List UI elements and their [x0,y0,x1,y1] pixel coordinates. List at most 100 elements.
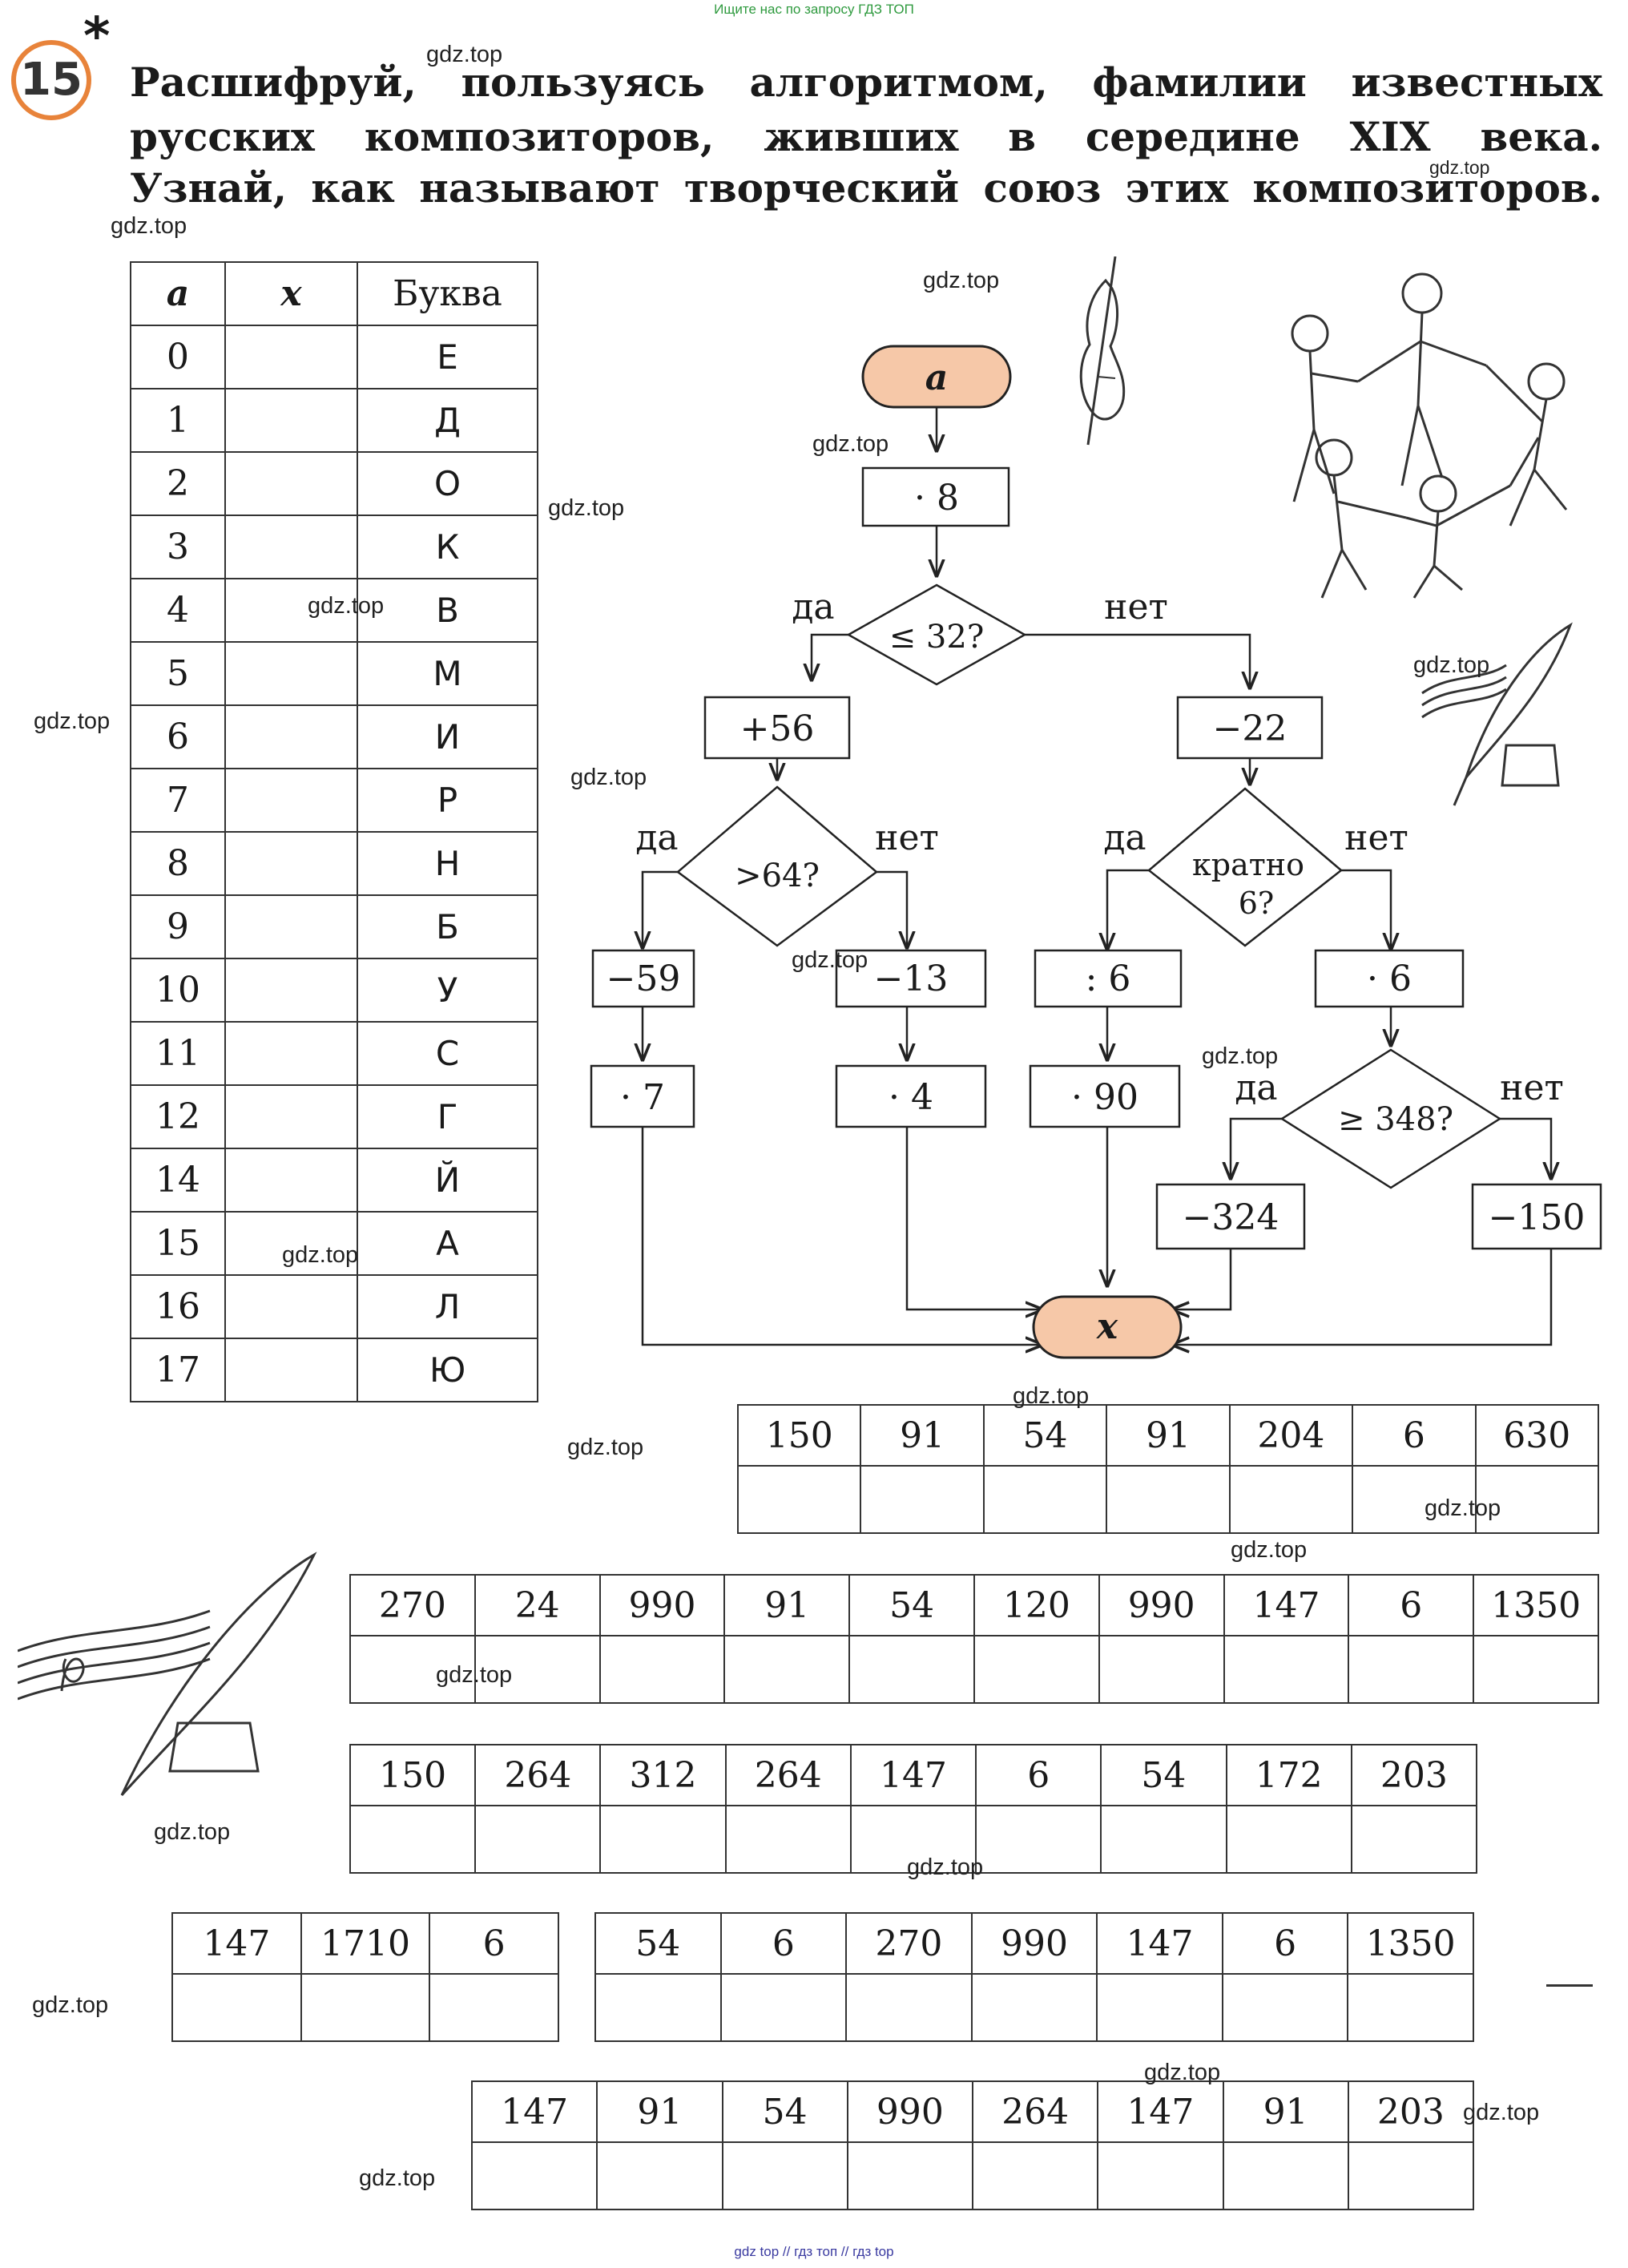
answer-letter-cell[interactable] [1098,1635,1225,1704]
quill-music-illustration-icon [18,1552,317,1797]
lookup-x-cell[interactable] [224,831,358,896]
answer-letter-cell[interactable] [594,1973,722,2042]
op-mult6-line2: 6? [1239,886,1275,921]
answer-letter-cell[interactable] [1223,1635,1350,1704]
answer-letter-cell[interactable] [1106,1465,1231,1534]
answer-letter-cell[interactable] [973,1635,1100,1704]
lookup-x-cell[interactable] [224,388,358,453]
code-number-cell: 91 [1222,2080,1349,2143]
answer-letter-cell[interactable] [473,1635,601,1704]
answer-letter-cell[interactable] [849,1805,977,1874]
quill-inkwell-illustration-icon [1421,622,1573,806]
code-row-answers [171,1973,559,2042]
answer-letter-cell[interactable] [596,2141,723,2210]
answer-letter-cell[interactable] [736,1465,862,1534]
code-number-cell: 147 [1223,1574,1350,1636]
code-row-answers [349,1805,1478,1874]
lookup-x-cell[interactable] [224,1148,358,1213]
answer-letter-cell[interactable] [599,1805,727,1874]
lookup-x-cell[interactable] [224,515,358,579]
answer-letter-cell[interactable] [975,1805,1102,1874]
lookup-x-cell[interactable] [224,958,358,1023]
lookup-x-cell[interactable] [224,1211,358,1276]
lookup-x-cell[interactable] [224,1338,358,1402]
answer-letter-cell[interactable] [971,2141,1099,2210]
code-number-cell: 270 [845,1912,973,1975]
op-mult6-line1: кратно [1192,847,1304,882]
answer-letter-cell[interactable] [719,1973,848,2042]
answer-letter-cell[interactable] [723,1635,851,1704]
answer-letter-cell[interactable] [848,1635,975,1704]
answer-letter-cell[interactable] [845,1973,973,2042]
op-minus324: −324 [1183,1197,1279,1238]
start-label: a [925,357,949,398]
answer-letter-cell[interactable] [1347,2141,1475,2210]
no-label-2: нет [875,817,939,858]
answer-letter-cell[interactable] [1473,1635,1599,1704]
lookup-x-cell[interactable] [224,704,358,769]
decision-gt64 [675,785,879,947]
answer-letter-cell[interactable] [1350,1805,1478,1874]
answer-letter-cell[interactable] [1225,1805,1352,1874]
watermark-gdz: gdz.top [1424,1495,1501,1521]
start-terminal [861,345,1012,409]
watermark-gdz: gdz.top [282,1242,359,1268]
answer-letter-cell[interactable] [1228,1465,1354,1534]
answer-letter-cell[interactable] [474,1805,602,1874]
lookup-x-cell[interactable] [224,1084,358,1149]
answer-letter-cell[interactable] [429,1973,559,2042]
answer-letter-cell[interactable] [1348,1635,1475,1704]
code-number-cell: 630 [1474,1404,1600,1467]
lookup-a-cell: 3 [130,515,226,579]
watermark-gdz: gdz.top [1463,2100,1540,2125]
answer-letter-cell[interactable] [1221,1973,1349,2042]
answer-letter-cell[interactable] [349,1635,476,1704]
answer-letter-cell[interactable] [1222,2141,1349,2210]
lookup-x-cell[interactable] [224,1021,358,1086]
answer-letter-cell[interactable] [724,1805,852,1874]
dash-separator [1546,1984,1593,1987]
op-box-minus22 [1176,696,1324,760]
lookup-letter-cell: А [357,1211,538,1276]
lookup-x-cell[interactable] [224,325,358,389]
answer-letter-cell[interactable] [1352,1465,1477,1534]
answer-letter-cell[interactable] [1097,2141,1224,2210]
answer-letter-cell[interactable] [1474,1465,1600,1534]
answer-letter-cell[interactable] [1096,1973,1223,2042]
answer-letter-cell[interactable] [349,1805,477,1874]
decision-multiple6 [1147,787,1343,947]
watermark-gdz: gdz.top [567,1435,644,1460]
yes-label-4: да [1235,1067,1277,1108]
lookup-x-cell[interactable] [224,1274,358,1339]
answer-letter-cell[interactable] [982,1465,1108,1534]
op-box-minus13 [835,949,987,1008]
lookup-x-cell[interactable] [224,451,358,516]
answer-letter-cell[interactable] [171,1973,302,2042]
answer-letter-cell[interactable] [846,2141,974,2210]
lookup-x-cell[interactable] [224,578,358,643]
answer-letter-cell[interactable] [721,2141,848,2210]
code-row-answers [470,2141,1475,2210]
header-a: a [130,261,226,326]
lookup-x-cell[interactable] [224,894,358,959]
code-number-cell: 204 [1228,1404,1354,1467]
lookup-x-cell[interactable] [224,641,358,706]
lookup-letter-cell: Л [357,1274,538,1339]
answer-letter-cell[interactable] [1100,1805,1227,1874]
watermark-top: Ищите нас по запросу ГДЗ ТОП [714,2,914,17]
decision-le32 [846,583,1027,686]
lookup-x-cell[interactable] [224,768,358,833]
answer-letter-cell[interactable] [300,1973,431,2042]
answer-letter-cell[interactable] [860,1465,985,1534]
answer-letter-cell[interactable] [598,1635,726,1704]
answer-letter-cell[interactable] [1347,1973,1474,2042]
answer-letter-cell[interactable] [970,1973,1098,2042]
watermark-gdz: gdz.top [32,1992,109,2018]
watermark-gdz: gdz.top [570,765,647,790]
answer-letter-cell[interactable] [470,2141,598,2210]
